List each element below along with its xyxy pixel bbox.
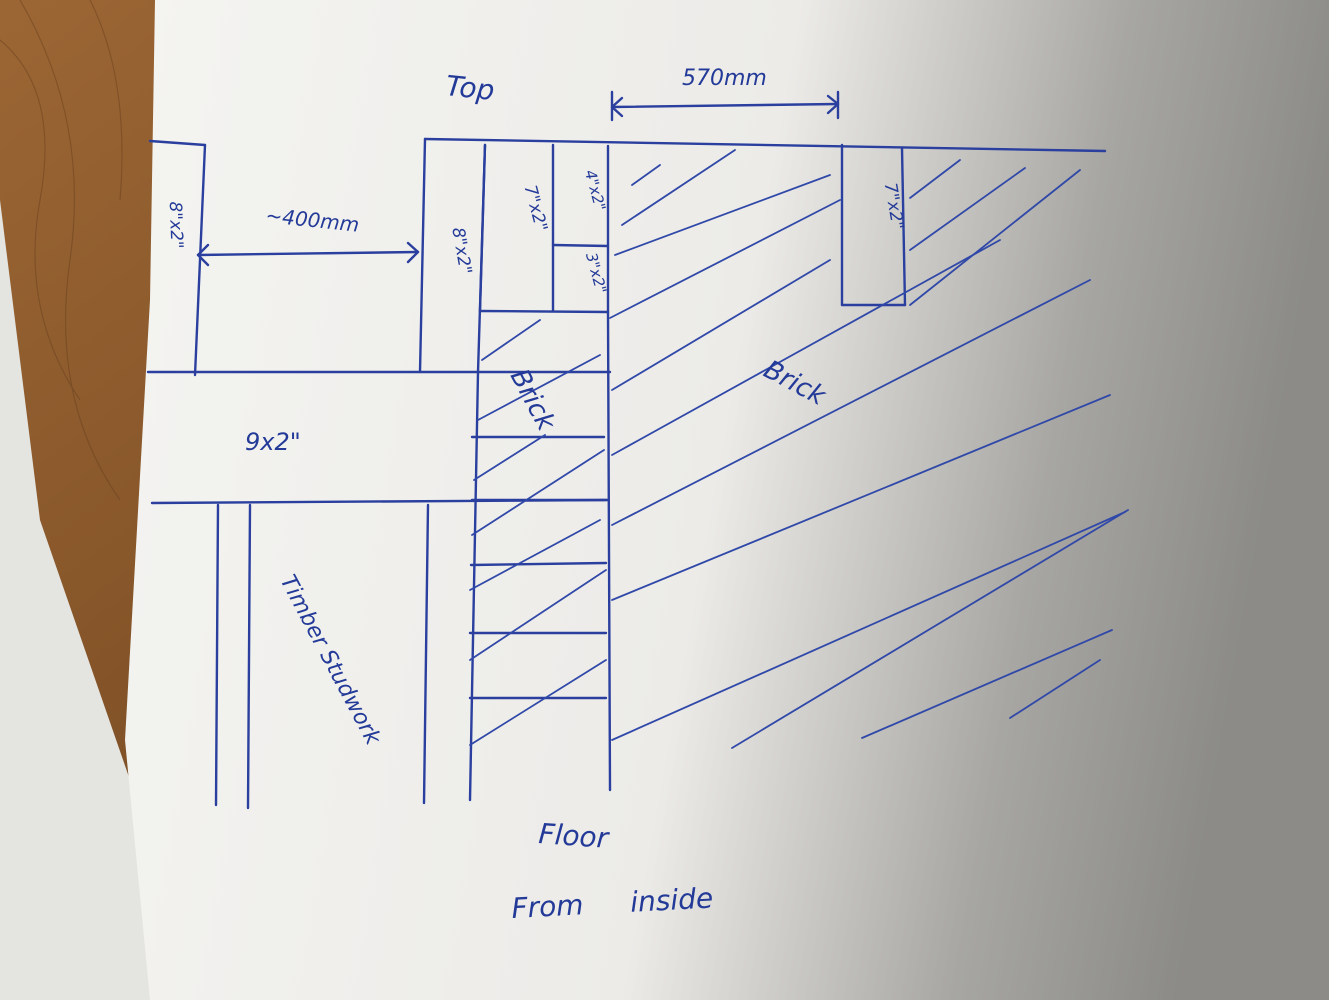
sketch-lines <box>146 90 1107 810</box>
top-label: Top <box>444 69 496 107</box>
paper-sheet <box>125 0 1329 1000</box>
left-timber-label: 8"x2" <box>165 201 187 249</box>
dimension-570mm: 570mm <box>682 66 767 91</box>
brick-hatching <box>469 149 1129 749</box>
floor-label: Floor <box>538 817 611 855</box>
under-sheet <box>0 200 160 1000</box>
wood-grain <box>0 0 123 501</box>
beam-label: 9x2" <box>245 428 301 456</box>
